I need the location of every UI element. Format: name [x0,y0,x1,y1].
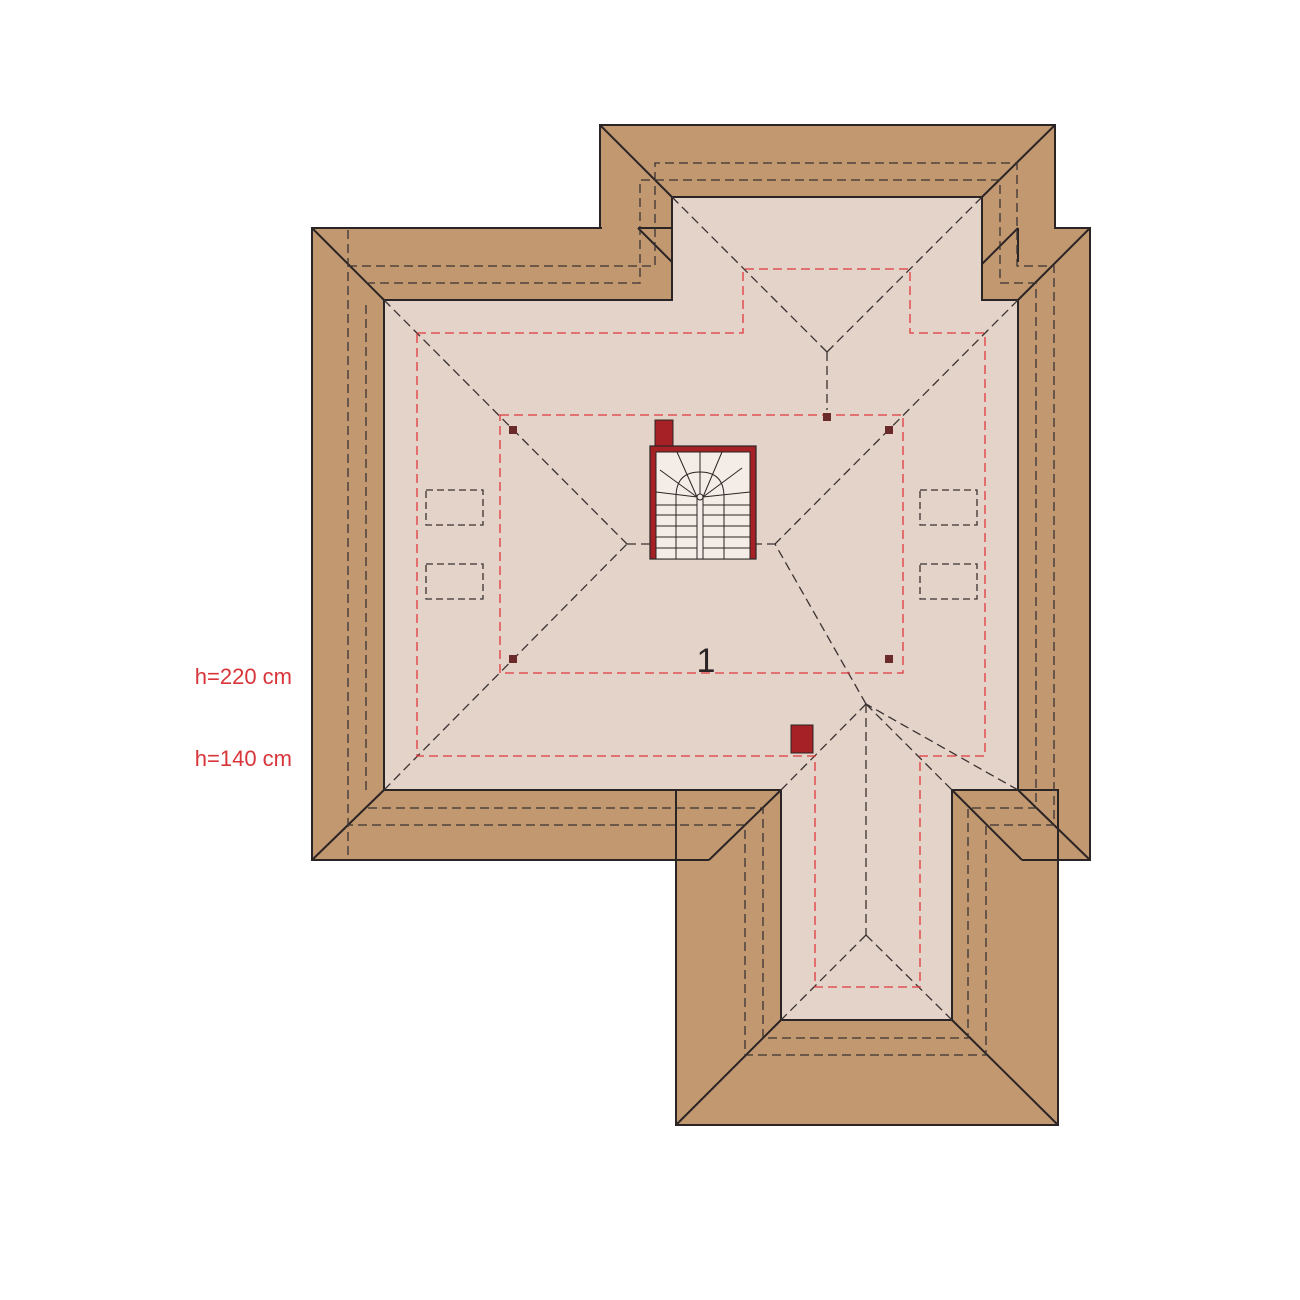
chimney-bottom [790,724,814,754]
post [885,426,893,434]
skylight-right-2 [919,563,978,600]
height-lines [416,268,986,988]
height-legend: h=220 cm h=140 cm [195,664,292,771]
skylight-right-1 [919,489,978,526]
post [509,655,517,663]
chimneys [654,419,814,754]
wall-dash-lines [347,162,1055,1056]
staircase [649,445,757,560]
posts [509,413,893,663]
legend-h220: h=220 cm [195,664,292,689]
post [885,655,893,663]
post [823,413,831,421]
skylight-left-1 [425,489,484,526]
skylights [425,489,978,600]
height-220-line [499,414,904,674]
room-label: 1 [697,642,716,680]
post [509,426,517,434]
chimney-top [654,419,674,449]
legend-h140: h=140 cm [195,746,292,771]
ridge-lines [383,196,1019,1021]
skylight-left-2 [425,563,484,600]
height-140-line [416,268,986,988]
